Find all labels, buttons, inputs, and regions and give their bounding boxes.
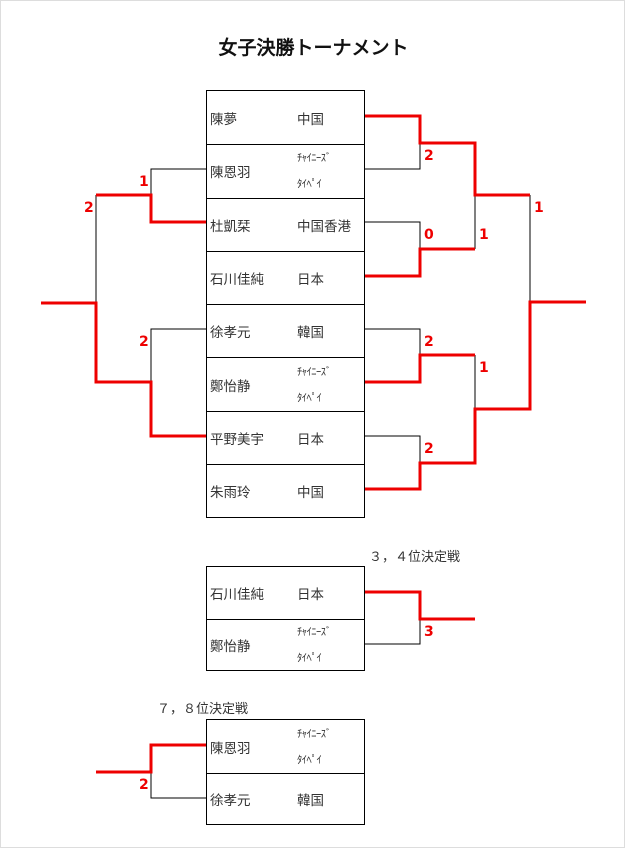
player-country: 日本 <box>297 431 324 448</box>
player-name: 徐孝元 <box>210 325 251 342</box>
country-line-2: ﾀｲﾍﾟｲ <box>297 178 322 191</box>
third-place-title: ３，４位決定戦 <box>369 550 461 565</box>
country-line-2: ﾀｲﾍﾟｲ <box>297 652 322 664</box>
player-row: 徐孝元 韓国 <box>207 304 364 357</box>
score: 2 <box>424 441 434 457</box>
player-row: 平野美宇 日本 <box>207 410 364 464</box>
player-name: 鄭怡静 <box>210 639 251 655</box>
page-title: 女子決勝トーナメント <box>218 37 409 59</box>
player-country: ﾁｬｲﾆｰｽﾞ ﾀｲﾍﾟｲ <box>297 721 331 773</box>
third-place-table: 石川佳純 日本 鄭怡静 ﾁｬｲﾆｰｽﾞ ﾀｲﾍﾟｲ <box>206 566 365 671</box>
player-country: 韓国 <box>297 793 324 809</box>
player-row: 鄭怡静 ﾁｬｲﾆｰｽﾞ ﾀｲﾍﾟｲ <box>207 357 364 410</box>
player-country: 中国 <box>297 111 324 128</box>
country-line-1: ﾁｬｲﾆｰｽﾞ <box>297 626 331 638</box>
player-country: ﾁｬｲﾆｰｽﾞ ﾀｲﾍﾟｲ <box>297 359 331 411</box>
score: 2 <box>139 334 149 350</box>
player-row: 杜凱栞 中国香港 <box>207 197 364 251</box>
player-row: 陳恩羽 ﾁｬｲﾆｰｽﾞ ﾀｲﾍﾟｲ <box>207 720 364 773</box>
player-name: 石川佳純 <box>210 587 264 603</box>
player-country: 日本 <box>297 587 324 603</box>
score: 1 <box>139 174 149 190</box>
score: 2 <box>84 200 94 216</box>
player-name: 朱雨玲 <box>210 485 251 502</box>
seventh-place-title: ７，８位決定戦 <box>157 702 249 717</box>
country-line-1: ﾁｬｲﾆｰｽﾞ <box>297 152 331 165</box>
score: 2 <box>139 777 149 793</box>
player-row: 陳夢 中国 <box>207 91 364 144</box>
player-country: 韓国 <box>297 325 324 342</box>
player-row: 鄭怡静 ﾁｬｲﾆｰｽﾞ ﾀｲﾍﾟｲ <box>207 619 364 670</box>
player-name: 杜凱栞 <box>210 218 251 235</box>
score: 1 <box>479 227 489 243</box>
country-line-2: ﾀｲﾍﾟｲ <box>297 391 322 404</box>
player-name: 陳恩羽 <box>210 740 251 757</box>
country-line-1: ﾁｬｲﾆｰｽﾞ <box>297 365 331 378</box>
player-name: 陳夢 <box>210 111 237 128</box>
main-bracket-table: 陳夢中国 陳恩羽ﾁｬｲﾆｰｽﾞﾀｲﾍﾟｲ 杜凱栞中国香港 石川佳純日本 徐孝元韓… <box>206 90 365 519</box>
score: 3 <box>424 624 434 640</box>
score: 0 <box>424 227 434 243</box>
country-line-1: ﾁｬｲﾆｰｽﾞ <box>297 727 331 740</box>
player-name: 平野美宇 <box>210 431 264 448</box>
player-name: 石川佳純 <box>210 272 264 289</box>
score: 1 <box>534 200 544 216</box>
player-row: 徐孝元 韓国 <box>207 773 364 824</box>
player-country: 中国 <box>297 485 324 502</box>
score: 2 <box>424 148 434 164</box>
score: 1 <box>479 360 489 376</box>
player-row: 石川佳純 日本 <box>207 250 364 304</box>
player-country: ﾁｬｲﾆｰｽﾞ ﾀｲﾍﾟｲ <box>297 145 331 197</box>
player-name: 鄭怡静 <box>210 378 251 395</box>
player-country: ﾁｬｲﾆｰｽﾞ ﾀｲﾍﾟｲ <box>297 619 331 671</box>
player-name: 徐孝元 <box>210 793 251 809</box>
country-line-2: ﾀｲﾍﾟｲ <box>297 753 322 766</box>
player-name: 陳恩羽 <box>210 165 251 182</box>
player-row: 石川佳純 日本 <box>207 567 364 619</box>
player-country: 中国香港 <box>297 218 351 235</box>
seventh-place-table: 陳恩羽 ﾁｬｲﾆｰｽﾞ ﾀｲﾍﾟｲ 徐孝元 韓国 <box>206 719 365 825</box>
score: 2 <box>424 334 434 350</box>
player-row: 朱雨玲 中国 <box>207 464 364 517</box>
player-country: 日本 <box>297 272 324 289</box>
player-row: 陳恩羽 ﾁｬｲﾆｰｽﾞ ﾀｲﾍﾟｲ <box>207 144 364 197</box>
